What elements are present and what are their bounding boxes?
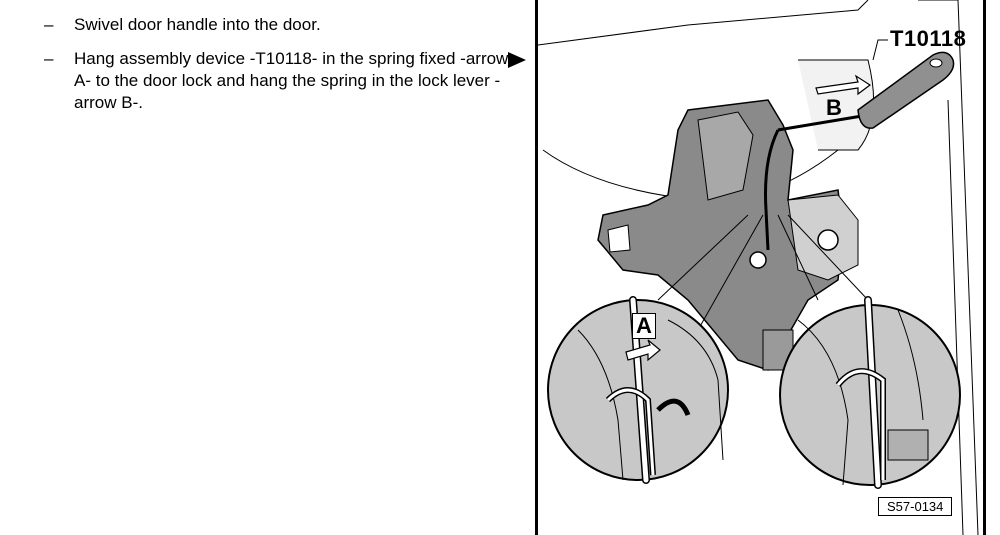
door-lock-illustration — [538, 0, 979, 535]
figure-id: S57-0134 — [878, 497, 953, 516]
callout-a: A — [632, 313, 656, 339]
dash-bullet: – — [44, 49, 54, 68]
instruction-list: – Swivel door handle into the door. – Ha… — [44, 14, 514, 126]
dash-bullet: – — [44, 15, 54, 34]
instruction-text: Swivel door handle into the door. — [74, 15, 321, 34]
callout-b: B — [826, 95, 842, 120]
figure-pointer-icon — [508, 52, 526, 68]
instruction-step: – Hang assembly device -T10118- in the s… — [44, 48, 514, 114]
tool-label: T10118 — [890, 26, 967, 51]
instruction-step: – Swivel door handle into the door. — [44, 14, 514, 36]
illustration-frame: T10118 B A S57-0134 — [535, 0, 986, 535]
instruction-text: Hang assembly device -T10118- in the spr… — [74, 49, 509, 112]
